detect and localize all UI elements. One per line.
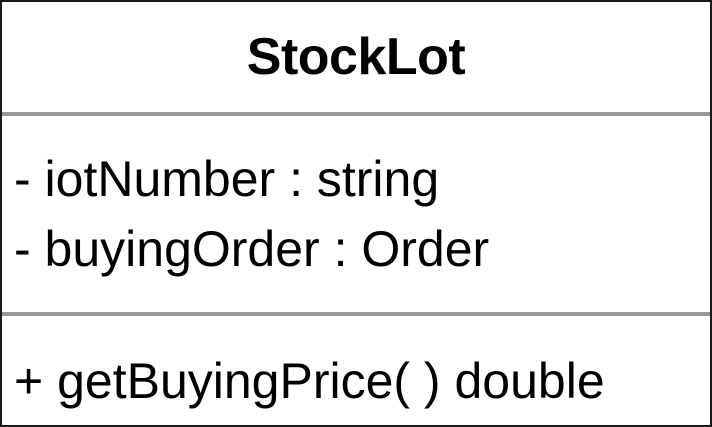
attributes-compartment: - iotNumber : string - buyingOrder : Ord… (2, 116, 710, 312)
attribute-iot-number: - iotNumber : string (14, 151, 440, 207)
attribute-buying-order: - buyingOrder : Order (14, 221, 490, 277)
operations-compartment: + getBuyingPrice( ) double (2, 316, 710, 427)
compartment-divider-top (2, 112, 710, 116)
class-name: StockLot (246, 28, 466, 86)
class-name-compartment: StockLot (2, 2, 710, 112)
compartment-divider-bottom (2, 312, 710, 316)
operation-get-buying-price: + getBuyingPrice( ) double (14, 353, 605, 409)
